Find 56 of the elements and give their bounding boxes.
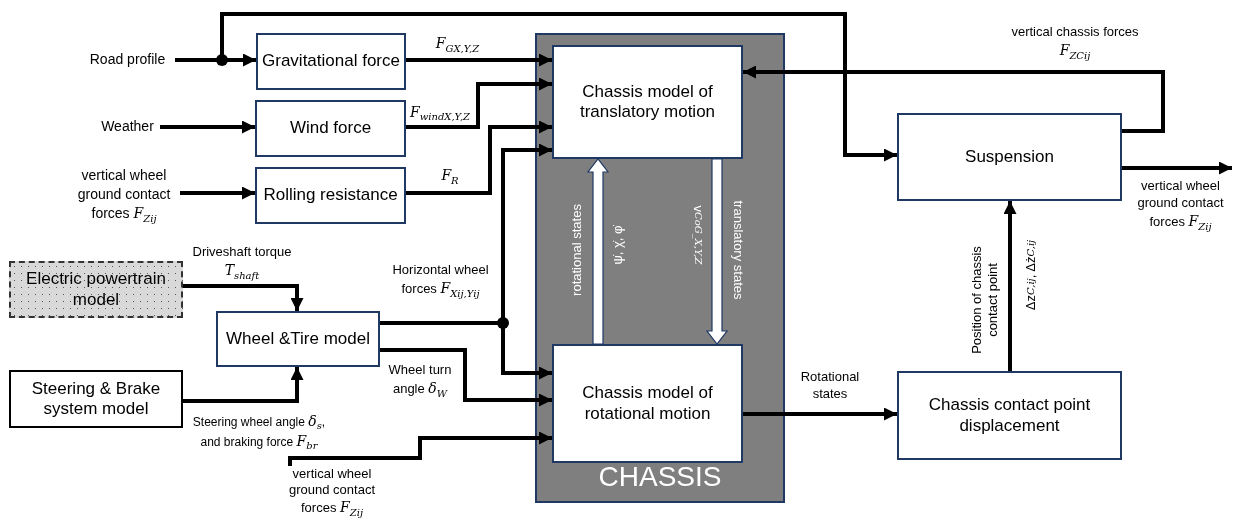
box-label: Chassis model of translatory motion	[578, 81, 717, 123]
arrow	[743, 65, 1165, 133]
box-label: Gravitational force	[262, 51, 400, 72]
process-box	[216, 311, 380, 367]
process-box	[256, 33, 406, 90]
edge-label: F$_{windX,Y,Z}$	[408, 103, 472, 124]
edge-label: Horizontal wheel forces F$_{Xij,Yij}$	[391, 262, 490, 300]
box-label: Wind force	[289, 118, 372, 139]
process-box	[552, 45, 743, 159]
subsystem-panel	[535, 33, 785, 503]
input-label: vertical wheel ground contact forces F$_{Zij}$	[68, 166, 180, 224]
edge-label: Driveshaft torque T$_{shaft}$	[191, 244, 293, 282]
model-box	[9, 261, 183, 318]
box-label: Chassis contact point displacement	[927, 395, 1092, 436]
process-box	[897, 371, 1122, 460]
box-label: Rolling resistance	[263, 185, 398, 206]
box-label: Wheel &Tire model	[226, 328, 370, 350]
arrow	[288, 431, 552, 466]
edge-label: vertical wheel ground contact forces F$_{Zij}$	[1136, 178, 1225, 233]
arrow	[1122, 161, 1232, 175]
arrow	[180, 186, 255, 200]
process-box	[897, 113, 1122, 201]
process-box	[255, 167, 406, 224]
arrow	[175, 12, 897, 162]
math-label: ψ̇, χ̇, φ̇	[609, 224, 627, 267]
process-box	[552, 344, 743, 463]
edge-label: Rotational states	[799, 369, 861, 403]
edge-label: translatory states	[729, 199, 747, 302]
box-label: Electric powertrain model	[25, 269, 167, 310]
arrow	[406, 53, 552, 67]
edge-label: Steering wheel angle δ$_{s}$, and braking force F$_{br}$	[191, 412, 327, 453]
input-label: vertical wheel ground contact forces F$_{Zij}$	[276, 466, 388, 526]
edge-label: F$_{GX,Y,Z}$	[434, 34, 481, 55]
edge-label: Wheel turn angle δ$_{W}$	[387, 362, 453, 400]
process-box	[255, 100, 406, 157]
arrow	[380, 348, 552, 407]
box-label: Chassis model of rotational motion	[581, 383, 714, 424]
edge-label: F$_{R}$	[440, 166, 460, 187]
input-label: Road profile	[80, 50, 175, 70]
box-label: Steering & Brake system model	[30, 378, 162, 420]
box-label: Suspension	[965, 146, 1054, 168]
hollow-arrow	[705, 158, 729, 345]
arrow	[743, 407, 897, 421]
edge-label: Position of chassis contact point	[968, 245, 1001, 356]
arrow	[160, 120, 255, 134]
arrow	[1003, 201, 1017, 371]
arrow	[183, 367, 304, 403]
arrow	[406, 77, 552, 129]
hollow-arrow	[586, 158, 610, 345]
input-label: Weather	[95, 117, 160, 137]
edge-label: rotational states	[568, 203, 586, 298]
edge-label: vertical chassis forces F$_{ZCij}$	[1010, 24, 1140, 62]
arrow	[406, 120, 552, 195]
arrow	[183, 284, 304, 311]
panel-title: CHASSIS	[598, 461, 722, 493]
process-box	[9, 370, 183, 428]
